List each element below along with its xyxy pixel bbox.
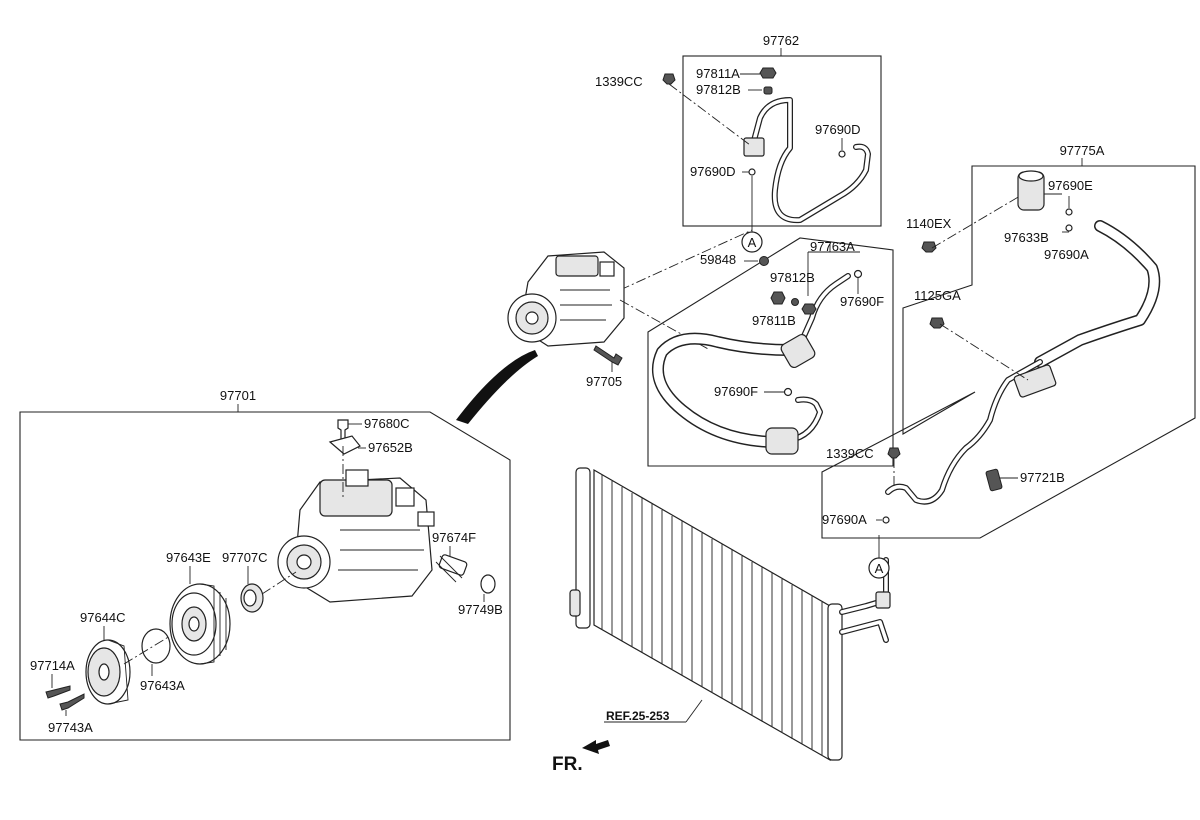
condenser-tank-left — [575, 467, 591, 629]
label-97721b: 97721B — [1020, 470, 1065, 485]
frame-97701 — [19, 411, 511, 741]
bolt-1125ga — [929, 317, 945, 329]
group-frames — [19, 55, 1196, 741]
pulley-97643e — [169, 583, 231, 665]
label-97690a-bot: 97690A — [822, 512, 867, 527]
label-59848: 59848 — [700, 252, 736, 267]
label-97690f-bot: 97690F — [714, 384, 758, 399]
ring-97749b — [480, 574, 496, 594]
bearing-97707c — [240, 583, 264, 613]
bolt-1140ex — [921, 241, 937, 253]
label-97643e: 97643E — [166, 550, 211, 565]
group-97763a — [652, 244, 863, 455]
callout-a-top — [741, 231, 763, 253]
bolt-97714a — [45, 685, 71, 699]
label-1140ex: 1140EX — [906, 216, 952, 231]
bracket-97652b — [328, 435, 361, 455]
muffler-97763a-top — [780, 333, 816, 369]
condenser-tank-right — [827, 603, 843, 761]
callout-a-top-letter: A — [748, 235, 757, 250]
washer-97812b-mid — [791, 298, 799, 306]
label-1339cc-bot: 1339CC — [826, 446, 874, 461]
label-97633b: 97633B — [1004, 230, 1049, 245]
group-97775a — [876, 158, 1161, 524]
nut-97811a — [759, 67, 777, 79]
bracket-97775a — [1013, 364, 1057, 398]
label-97775a: 97775A — [1060, 143, 1105, 158]
compressor-main — [456, 251, 711, 424]
label-97690a-top: 97690A — [1044, 247, 1089, 262]
sensor-97721b — [985, 468, 1003, 492]
oring-97690a-bot — [882, 516, 890, 524]
label-97812b-top: 97812B — [696, 82, 741, 97]
compressor-detail-body — [277, 469, 435, 603]
oring-97690f-top — [853, 269, 863, 279]
label-97674f: 97674F — [432, 530, 476, 545]
label-97643a: 97643A — [140, 678, 185, 693]
fr-arrow-icon — [582, 740, 610, 754]
nut-97811b — [770, 291, 786, 305]
oring-97690f-bot — [783, 387, 793, 397]
oring-97690d-l — [748, 168, 756, 176]
hose-97762 — [749, 97, 871, 224]
label-97644c: 97644C — [80, 610, 126, 625]
label-97763a: 97763A — [810, 239, 855, 254]
arrow-compressor-to-detail — [456, 350, 538, 424]
frame-97763a — [647, 237, 894, 467]
hub-97644c — [85, 639, 131, 705]
bolt-97743a — [59, 693, 85, 711]
nut-97811b-2 — [801, 303, 817, 315]
group-97701 — [45, 404, 496, 716]
label-97811b: 97811B — [752, 313, 796, 328]
label-97812b-mid: 97812B — [770, 270, 815, 285]
condenser: A — [569, 467, 891, 762]
label-fr: FR. — [552, 754, 583, 775]
part-labels: 97762 1339CC 97811A 97812B 97690D 97690D… — [30, 33, 1105, 775]
bolt-1339cc-bot — [887, 447, 901, 459]
label-97743a: 97743A — [48, 720, 93, 735]
oring-97690a-top — [1065, 224, 1073, 232]
frame-97775a — [821, 165, 1196, 539]
oring-97690e — [1065, 208, 1073, 216]
label-97762: 97762 — [763, 33, 799, 48]
label-97749b: 97749B — [458, 602, 503, 617]
label-97680c: 97680C — [364, 416, 410, 431]
label-97690d-l: 97690D — [690, 164, 736, 179]
valve-97674f — [435, 554, 468, 583]
condenser-fins — [601, 475, 823, 756]
label-97714a: 97714A — [30, 658, 75, 673]
label-97705: 97705 — [586, 374, 622, 389]
nut-59848 — [759, 256, 769, 266]
label-ref: REF.25-253 — [606, 709, 670, 723]
washer-97812b-top — [763, 86, 773, 95]
label-97707c: 97707C — [222, 550, 268, 565]
label-1125ga: 1125GA — [914, 288, 961, 303]
label-97690e: 97690E — [1048, 178, 1093, 193]
muffler-97763a-bot — [765, 427, 799, 455]
group-97762: A — [619, 48, 871, 291]
frame-97762 — [682, 55, 882, 227]
callout-a-bot-letter: A — [875, 561, 884, 576]
label-97652b: 97652B — [368, 440, 413, 455]
bolt-1339cc-top — [662, 73, 676, 85]
label-1339cc-top: 1339CC — [595, 74, 643, 89]
label-97690d-r: 97690D — [815, 122, 861, 137]
label-97811a: 97811A — [696, 66, 740, 81]
bolt-97705 — [593, 345, 623, 366]
ring-97643a — [141, 628, 171, 664]
fitting-97762-block — [743, 137, 765, 157]
label-97690f-top: 97690F — [840, 294, 884, 309]
oring-97690d-r — [838, 150, 846, 158]
label-97701: 97701 — [220, 388, 256, 403]
